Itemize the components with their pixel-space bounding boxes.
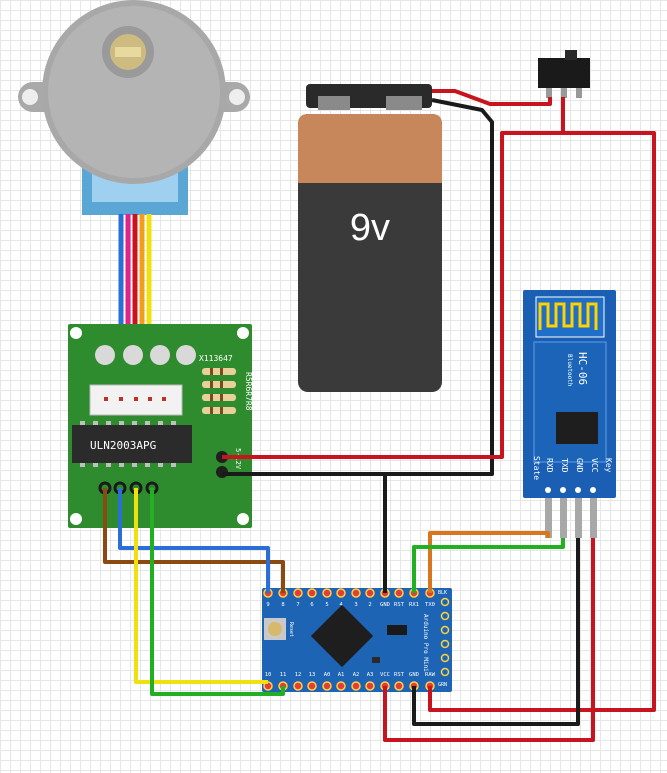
switch-pin-3	[576, 88, 582, 98]
reset-label: Reset	[288, 622, 294, 637]
bluetooth-brand-label: Bluetooth	[566, 354, 573, 387]
svg-text:Key: Key	[604, 458, 613, 473]
arduino-title: Arduino Pro Mini	[422, 614, 429, 672]
battery-9v: 9v	[298, 84, 442, 392]
power-switch[interactable]	[538, 50, 590, 98]
regulator	[387, 625, 407, 635]
svg-text:A2: A2	[353, 672, 360, 678]
svg-text:State: State	[532, 456, 541, 480]
svg-text:11: 11	[280, 672, 287, 678]
svg-text:10: 10	[265, 672, 272, 678]
reset-button-cap[interactable]	[268, 622, 282, 636]
switch-body	[538, 58, 590, 88]
ftdi-label-blk: BLK	[438, 590, 447, 596]
arduino-pro-mini: 9 8 7 6 5 4 3 2 GND RST RX1 TX0 10 11 12…	[262, 588, 452, 692]
led-d	[176, 345, 196, 365]
svg-text:TX0: TX0	[425, 602, 435, 608]
led-c	[150, 345, 170, 365]
led-b	[123, 345, 143, 365]
ftdi-label-grn: GRN	[438, 682, 447, 688]
motor-face	[48, 6, 220, 178]
bluetooth-model-label: HC-06	[576, 352, 589, 385]
battery-label: 9v	[350, 207, 390, 249]
svg-text:RXD: RXD	[545, 458, 554, 473]
pcb-hole-tl	[70, 327, 82, 339]
switch-toggle[interactable]	[565, 50, 577, 60]
wire-battery-negative	[222, 98, 494, 476]
motor-shaft-flat	[115, 47, 141, 57]
svg-text:TXD: TXD	[560, 458, 569, 473]
wire-bt-vcc	[383, 538, 595, 742]
wire-battery-to-switch	[432, 89, 552, 106]
battery-copper-top	[298, 114, 442, 183]
hc06-bluetooth-module: HC-06 Bluetooth State RXD TXD GND VCC Ke…	[523, 290, 616, 538]
switch-pin-2	[561, 88, 567, 98]
wire-in2-to-d9	[118, 488, 270, 593]
circuit-wires	[103, 89, 656, 742]
wire-bt-txd-to-rx1	[428, 531, 550, 593]
svg-text:7: 7	[296, 602, 299, 608]
pcb-hole-tr	[237, 327, 249, 339]
battery-terminal-left	[318, 96, 350, 110]
svg-text:RAW: RAW	[425, 672, 436, 678]
wire-bt-rxd-to-tx0	[412, 538, 565, 593]
wire-switch-to-driver	[222, 97, 565, 459]
svg-text:GND: GND	[575, 458, 584, 473]
wire-in3-to-d10	[134, 488, 268, 684]
svg-text:12: 12	[295, 672, 302, 678]
pcb-hole-br	[237, 513, 249, 525]
driver-code-label: X113647	[199, 354, 233, 363]
resistor-label: R5R6R7R8	[244, 372, 253, 411]
uln2003-driver-board: X113647 R5R6R7R8 ULN2003APG 5-12V	[68, 324, 253, 528]
led-a	[95, 345, 115, 365]
svg-text:A0: A0	[324, 672, 331, 678]
arduino-bottom-pin-labels: 10 11 12 13 A0 A1 A2 A3 VCC RST GND RAW	[265, 672, 436, 678]
bluetooth-chip	[556, 412, 598, 444]
chip-label: ULN2003APG	[90, 439, 156, 452]
svg-text:A1: A1	[338, 672, 345, 678]
arduino-top-pin-labels: 9 8 7 6 5 4 3 2 GND RST RX1 TX0	[266, 602, 435, 608]
battery-terminal-right	[386, 96, 422, 110]
svg-text:5: 5	[325, 602, 328, 608]
smd-component	[372, 657, 380, 663]
wire-switch-to-raw	[428, 131, 656, 712]
wire-in4-to-d11	[150, 488, 285, 696]
mount-hole-right	[229, 89, 245, 105]
resistor-array	[202, 368, 236, 414]
svg-text:RST: RST	[394, 672, 405, 678]
svg-text:3: 3	[354, 602, 357, 608]
arduino-ftdi-pins	[440, 597, 450, 677]
svg-text:A3: A3	[367, 672, 374, 678]
svg-text:9: 9	[266, 602, 269, 608]
svg-text:RST: RST	[394, 602, 405, 608]
bluetooth-pin-labels: State RXD TXD GND VCC Key	[532, 456, 613, 480]
chip-legs	[80, 421, 176, 467]
battery-body	[298, 114, 442, 392]
svg-text:13: 13	[309, 672, 316, 678]
bluetooth-header-pins	[545, 498, 597, 538]
motor-connector-pins	[104, 397, 166, 401]
svg-text:6: 6	[310, 602, 313, 608]
bluetooth-pin-pads	[545, 487, 596, 493]
stepper-motor	[18, 0, 250, 215]
mount-hole-left	[22, 89, 38, 105]
switch-pin-1	[546, 88, 552, 98]
svg-text:RX1: RX1	[409, 602, 419, 608]
antenna-trace	[538, 302, 598, 330]
wire-in1-to-d8	[103, 488, 285, 593]
svg-text:8: 8	[281, 602, 284, 608]
svg-text:VCC: VCC	[380, 672, 390, 678]
svg-text:GND: GND	[380, 602, 390, 608]
wire-bt-gnd	[412, 538, 580, 726]
pcb-hole-bl	[70, 513, 82, 525]
svg-text:VCC: VCC	[590, 458, 599, 473]
atmega-chip	[310, 604, 374, 668]
svg-text:GND: GND	[409, 672, 419, 678]
svg-text:2: 2	[368, 602, 371, 608]
svg-text:4: 4	[339, 602, 343, 608]
uln2003-chip	[72, 425, 192, 463]
